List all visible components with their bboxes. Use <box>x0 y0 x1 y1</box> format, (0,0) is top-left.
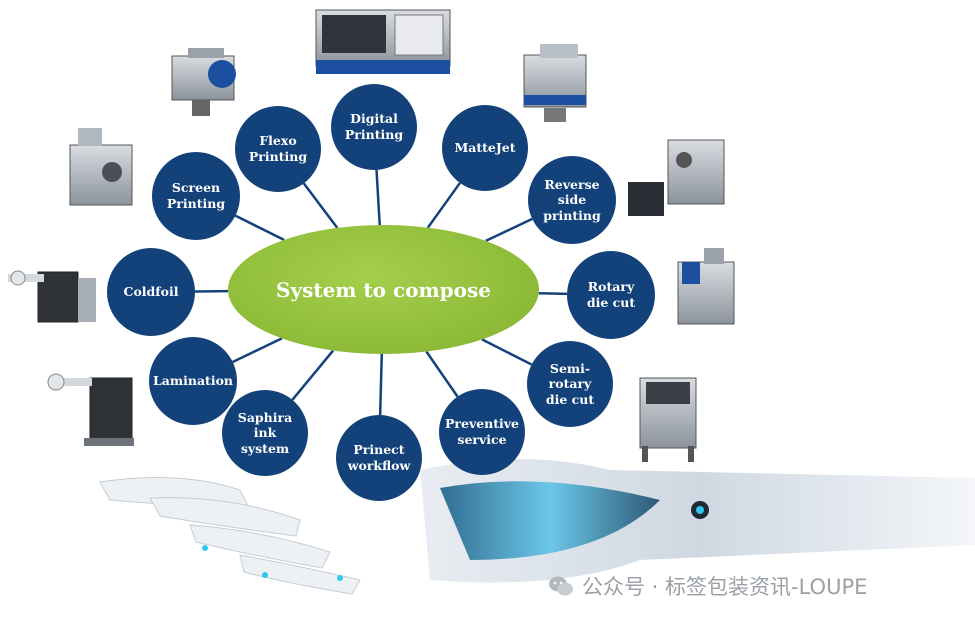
node-label: Rotary die cut <box>586 279 636 310</box>
node-label: Semi-rotary die cut <box>545 360 595 407</box>
node-semi-rotary-die-cut: Semi-rotary die cut <box>527 341 613 427</box>
flexo-press-image <box>171 48 236 116</box>
node-label: Coldfoil <box>123 284 179 300</box>
lamination-unit-image <box>47 373 134 446</box>
node-label: Prinect workflow <box>347 442 411 473</box>
robotic-hand-image <box>99 459 975 595</box>
node-screen-printing: Screen Printing <box>152 152 240 240</box>
watermark: 公众号 · 标签包装资讯-LOUPE <box>548 566 867 606</box>
node-label: Saphira ink system <box>237 409 293 456</box>
node-flexo-printing: Flexo Printing <box>235 106 321 192</box>
node-mattejet: MatteJet <box>442 105 528 191</box>
node-label: Reverse side printing <box>543 176 601 223</box>
node-preventive-service: Preventive service <box>439 389 525 475</box>
connector-mattejet <box>426 182 461 229</box>
node-saphira-ink-system: Saphira ink system <box>222 390 308 476</box>
central-hub-ellipse: System to compose <box>228 225 539 354</box>
node-rotary-die-cut: Rotary die cut <box>567 251 655 339</box>
connector-lamination <box>232 337 283 364</box>
connector-flexo-printing <box>302 182 339 229</box>
node-label: MatteJet <box>454 140 516 156</box>
connector-screen-printing <box>234 214 285 242</box>
node-digital-printing: Digital Printing <box>331 84 417 170</box>
node-label: Lamination <box>153 373 233 389</box>
node-label: Digital Printing <box>344 111 404 142</box>
node-coldfoil: Coldfoil <box>107 248 195 336</box>
connector-preventive-service <box>425 350 459 398</box>
connector-saphira-ink-system <box>291 349 335 401</box>
node-reverse-side-printing: Reverse side printing <box>528 156 616 244</box>
digital-press-image <box>315 9 451 74</box>
screen-unit-image <box>69 128 133 206</box>
matte-coater-image <box>523 44 587 122</box>
connector-semi-rotary-die-cut <box>481 338 533 366</box>
wechat-icon <box>549 576 573 596</box>
node-prinect-workflow: Prinect workflow <box>336 415 422 501</box>
rotary-die-cutter-image <box>677 248 735 325</box>
connector-prinect-workflow <box>378 353 384 416</box>
connector-reverse-side-printing <box>485 217 533 243</box>
semi-rotary-die-cutter-image <box>639 377 697 462</box>
connector-rotary-die-cut <box>538 292 568 296</box>
connector-lines <box>194 169 568 416</box>
reverse-printing-unit-image <box>628 139 725 216</box>
node-label: Preventive service <box>445 416 519 447</box>
node-label: Flexo Printing <box>248 133 308 164</box>
central-hub-label: System to compose <box>276 277 491 302</box>
connector-digital-printing <box>375 169 381 226</box>
watermark-text: 公众号 · 标签包装资讯-LOUPE <box>582 575 868 599</box>
node-label: Screen Printing <box>166 180 226 211</box>
coldfoil-unit-image <box>8 270 96 323</box>
node-lamination: Lamination <box>149 337 237 425</box>
